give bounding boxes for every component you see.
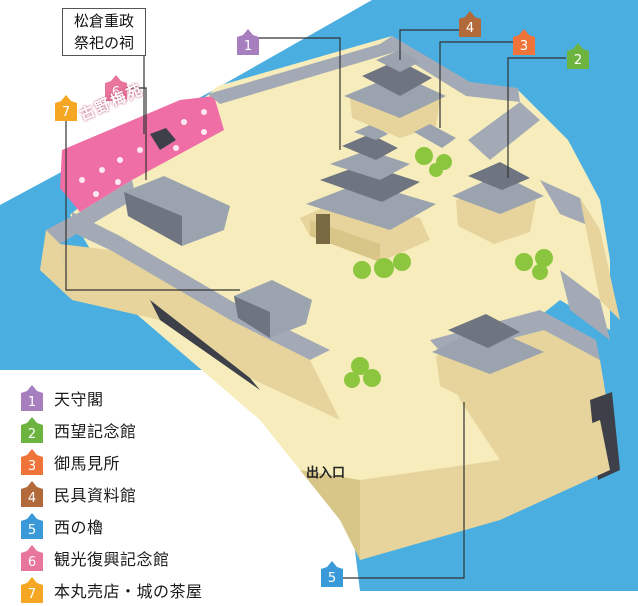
- wall-bottom: [360, 420, 610, 560]
- map-badge-1[interactable]: 1: [234, 28, 262, 60]
- map-badge-7[interactable]: 7: [52, 94, 80, 126]
- exit-label: 出入口: [306, 466, 346, 481]
- building-folk-museum: [344, 50, 446, 138]
- legend-badge-7-icon: 7: [21, 577, 43, 603]
- map-badge-5[interactable]: 5: [318, 560, 346, 592]
- shrine-label: 松倉重政 祭祀の祠: [62, 8, 146, 56]
- svg-text:1: 1: [244, 39, 252, 54]
- map-badge-3[interactable]: 3: [510, 28, 538, 60]
- svg-text:4: 4: [466, 21, 474, 36]
- badge-7-icon: 7: [55, 95, 77, 121]
- building-stable-view: [414, 124, 456, 148]
- wall-shadow-1: [150, 300, 260, 390]
- badge-6-icon: 6: [105, 75, 127, 101]
- wall-east-1: [468, 102, 540, 160]
- map-badge-6[interactable]: 6: [102, 74, 130, 106]
- legend-item-7[interactable]: 7 本丸売店・城の茶屋: [18, 574, 268, 606]
- legend-label-7: 本丸売店・城の茶屋: [54, 582, 203, 601]
- building-west-turret: [432, 314, 544, 410]
- badge-3-icon: 3: [513, 29, 535, 55]
- shrine-label-line1: 松倉重政: [73, 12, 134, 30]
- main-keep: [300, 124, 436, 262]
- badge-2-icon: 2: [567, 43, 589, 69]
- legend-badge-2-icon: 2: [21, 417, 43, 443]
- badge-5-icon: 5: [321, 561, 343, 587]
- plum-garden: [60, 96, 224, 212]
- building-souvenir-shop: [124, 128, 230, 246]
- wall-north: [208, 36, 395, 104]
- svg-text:3: 3: [520, 39, 528, 54]
- legend-badge-6-icon: 6: [21, 545, 43, 571]
- badge-4-icon: 4: [459, 11, 481, 37]
- legend-item-4[interactable]: 4 民具資料館: [18, 478, 268, 510]
- svg-text:1: 1: [28, 395, 36, 410]
- wall-east-face: [580, 198, 620, 320]
- castle-illustration: [0, 0, 638, 591]
- legend-label-3: 御馬見所: [54, 454, 121, 473]
- legend-label-2: 西望記念館: [54, 422, 137, 441]
- legend-item-2[interactable]: 2 西望記念館: [18, 414, 268, 446]
- shrine-label-line2: 祭祀の祠: [73, 34, 134, 52]
- svg-text:2: 2: [28, 427, 36, 442]
- svg-text:5: 5: [28, 523, 36, 538]
- legend: 1 天守閣 2 西望記念館 3 御馬見所 4 民具資料館: [18, 382, 268, 606]
- wall-west: [46, 180, 136, 244]
- legend-badge-4-icon: 4: [21, 481, 43, 507]
- svg-text:3: 3: [28, 459, 36, 474]
- legend-item-3[interactable]: 3 御馬見所: [18, 446, 268, 478]
- plum-blossoms: [79, 109, 207, 197]
- trees: [344, 147, 553, 388]
- legend-badge-1-icon: 1: [21, 385, 43, 411]
- map-badge-2[interactable]: 2: [564, 42, 592, 74]
- legend-label-6: 観光復興記念館: [54, 550, 170, 569]
- svg-text:4: 4: [28, 491, 36, 506]
- svg-text:5: 5: [328, 571, 336, 586]
- legend-badge-5-icon: 5: [21, 513, 43, 539]
- wall-east-3: [560, 270, 610, 340]
- legend-label-1: 天守閣: [54, 390, 104, 409]
- leader-lines: [65, 29, 566, 579]
- legend-label-4: 民具資料館: [54, 486, 137, 505]
- building-seibo-museum: [452, 162, 544, 244]
- svg-text:2: 2: [574, 53, 582, 68]
- wall-south-west-face: [60, 244, 340, 420]
- wall-gate-west: [300, 470, 360, 560]
- legend-item-1[interactable]: 1 天守閣: [18, 382, 268, 414]
- badge-1-icon: 1: [237, 29, 259, 55]
- svg-text:6: 6: [112, 85, 120, 100]
- wall-west-face: [40, 230, 72, 300]
- legend-label-5: 西の櫓: [54, 518, 104, 537]
- svg-text:6: 6: [28, 555, 36, 570]
- legend-item-5[interactable]: 5 西の櫓: [18, 510, 268, 542]
- svg-text:7: 7: [62, 105, 70, 120]
- svg-text:7: 7: [28, 587, 36, 602]
- legend-item-6[interactable]: 6 観光復興記念館: [18, 542, 268, 574]
- legend-badge-3-icon: 3: [21, 449, 43, 475]
- map-badge-4[interactable]: 4: [456, 10, 484, 42]
- wall-north-east: [392, 36, 520, 102]
- building-hall: [234, 280, 312, 338]
